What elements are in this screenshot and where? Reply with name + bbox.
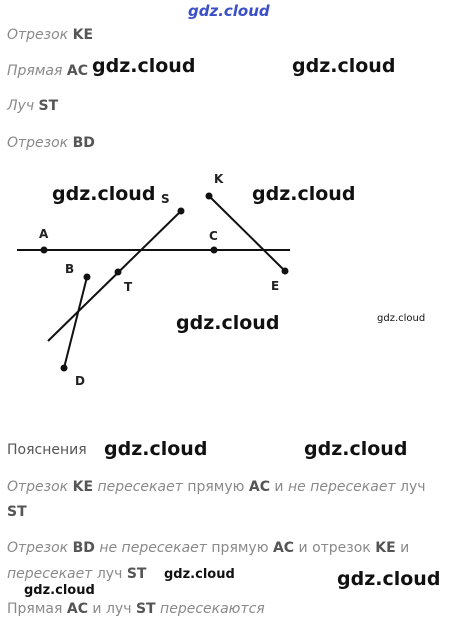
point-t-dot bbox=[114, 268, 122, 276]
watermark: gdz.cloud bbox=[92, 55, 196, 77]
text-obj: луч bbox=[400, 479, 426, 495]
point-a-dot bbox=[40, 246, 48, 254]
definition-kind: Отрезок bbox=[7, 135, 69, 151]
definition-kind: Прямая bbox=[7, 63, 63, 79]
point-b-dot bbox=[83, 273, 91, 281]
text-name: BD bbox=[72, 540, 95, 556]
ray-st bbox=[47, 210, 182, 342]
point-t-label: T bbox=[124, 280, 133, 294]
text-verb: не пересекает bbox=[287, 479, 396, 495]
point-c-dot bbox=[210, 246, 218, 254]
text-conj: и bbox=[400, 540, 410, 556]
definition-st: Луч ST bbox=[7, 98, 58, 114]
point-e-label: E bbox=[271, 279, 280, 293]
text-obj-name: ST bbox=[7, 504, 27, 520]
text-name: KE bbox=[72, 479, 94, 495]
definition-kind: Луч bbox=[7, 98, 35, 114]
definition-name: KE bbox=[72, 27, 94, 43]
segment-ke bbox=[208, 195, 286, 272]
text-obj-name: AC bbox=[248, 479, 270, 495]
point-s-label: S bbox=[161, 192, 170, 206]
point-k-dot bbox=[205, 192, 213, 200]
explanations-heading: Пояснения bbox=[7, 442, 87, 458]
explanation-line-1b: ST bbox=[7, 504, 27, 520]
text-conj: и bbox=[92, 601, 102, 617]
point-a-label: A bbox=[39, 227, 49, 241]
watermark-top: gdz.cloud bbox=[188, 2, 270, 20]
definition-ke: Отрезок KE bbox=[7, 27, 93, 43]
definition-ac: Прямая AC bbox=[7, 63, 88, 79]
text-obj: прямую bbox=[211, 540, 269, 556]
point-c-label: C bbox=[209, 229, 218, 243]
explanation-line-2b: пересекает луч ST bbox=[7, 566, 146, 582]
watermark: gdz.cloud bbox=[377, 313, 426, 324]
watermark: gdz.cloud bbox=[52, 183, 156, 205]
text-kind: Отрезок bbox=[7, 479, 69, 495]
explanation-line-2a: Отрезок BD не пересекает прямую AC и отр… bbox=[7, 540, 409, 556]
watermark: gdz.cloud bbox=[337, 568, 441, 590]
watermark: gdz.cloud bbox=[104, 438, 208, 460]
text-verb: пересекает bbox=[7, 566, 93, 582]
text-verb: не пересекает bbox=[99, 540, 207, 556]
text-obj: отрезок bbox=[312, 540, 371, 556]
text-obj-name: KE bbox=[375, 540, 396, 556]
text-kind: Отрезок bbox=[7, 540, 69, 556]
definition-bd: Отрезок BD bbox=[7, 135, 95, 151]
text-name: AC bbox=[66, 601, 88, 617]
text-kind: Прямая bbox=[7, 601, 63, 617]
point-d-dot bbox=[60, 364, 68, 372]
text-obj: прямую bbox=[187, 479, 245, 495]
point-k-label: K bbox=[214, 172, 224, 186]
watermark: gdz.cloud bbox=[252, 183, 356, 205]
text-obj: луч bbox=[105, 601, 132, 617]
point-b-label: B bbox=[65, 262, 75, 276]
watermark: gdz.cloud bbox=[164, 567, 235, 582]
text-obj-name: ST bbox=[135, 601, 156, 617]
point-s-dot bbox=[177, 207, 185, 215]
segment-bd bbox=[63, 276, 88, 369]
text-obj-name: ST bbox=[126, 566, 147, 582]
text-conj: и bbox=[298, 540, 308, 556]
watermark: gdz.cloud bbox=[292, 55, 396, 77]
watermark: gdz.cloud bbox=[176, 312, 280, 334]
definition-kind: Отрезок bbox=[7, 27, 69, 43]
definition-name: BD bbox=[72, 135, 95, 151]
explanation-line-3: Прямая AC и луч ST пересекаются bbox=[7, 601, 265, 617]
text-obj-name: AC bbox=[272, 540, 295, 556]
text-verb: пересекаются bbox=[160, 601, 265, 617]
definition-name: AC bbox=[66, 63, 88, 79]
definition-name: ST bbox=[38, 98, 59, 114]
text-conj: и bbox=[274, 479, 284, 495]
explanation-line-1a: Отрезок KE пересекает прямую AC и не пер… bbox=[7, 479, 426, 495]
text-verb: пересекает bbox=[97, 479, 183, 495]
text-obj: луч bbox=[96, 566, 123, 582]
point-e-dot bbox=[281, 267, 289, 275]
watermark: gdz.cloud bbox=[24, 583, 95, 598]
point-d-label: D bbox=[75, 374, 85, 388]
watermark: gdz.cloud bbox=[304, 438, 408, 460]
